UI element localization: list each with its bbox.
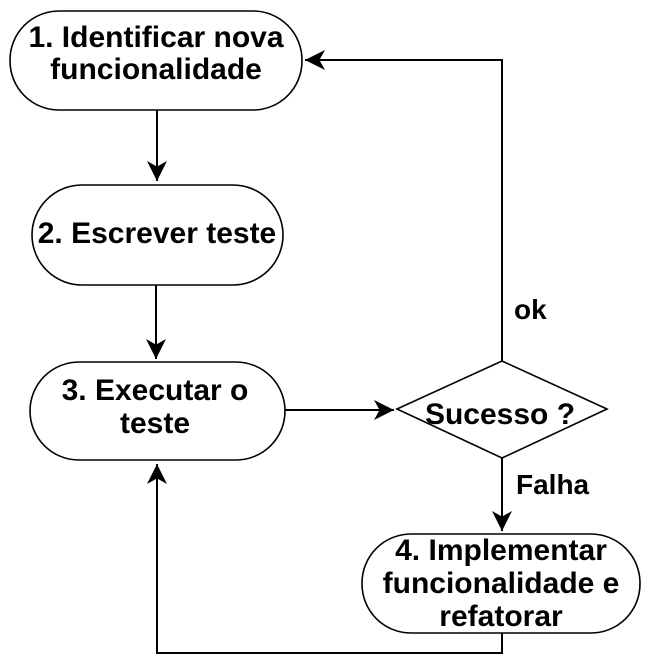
edge-label-falha: Falha	[516, 469, 590, 500]
node-identify-feature-label-line2: funcionalidade	[50, 53, 262, 86]
node-success-decision	[395, 360, 609, 459]
node-run-test-label-line1: 3. Executar o	[62, 374, 249, 407]
edge-label-ok: ok	[514, 294, 547, 325]
node-success-decision-label: Sucesso ?	[425, 398, 575, 431]
node-implement-refactor	[361, 533, 641, 634]
node-run-test-label-line2: teste	[120, 407, 190, 440]
node-run-test	[29, 361, 286, 461]
node-write-test	[31, 184, 284, 286]
node-implement-refactor-label-line1: 4. Implementar	[395, 534, 607, 567]
edge-implement-to-run-test	[147, 464, 503, 654]
node-implement-refactor-label-line3: refatorar	[439, 600, 563, 633]
node-write-test-label: 2. Escrever teste	[38, 217, 277, 250]
node-implement-refactor-label-line2: funcionalidade e	[383, 567, 620, 600]
edge-decision-ok-to-identify	[305, 50, 503, 361]
node-identify-feature	[9, 10, 303, 111]
node-identify-feature-label-line1: 1. Identificar nova	[28, 21, 283, 54]
